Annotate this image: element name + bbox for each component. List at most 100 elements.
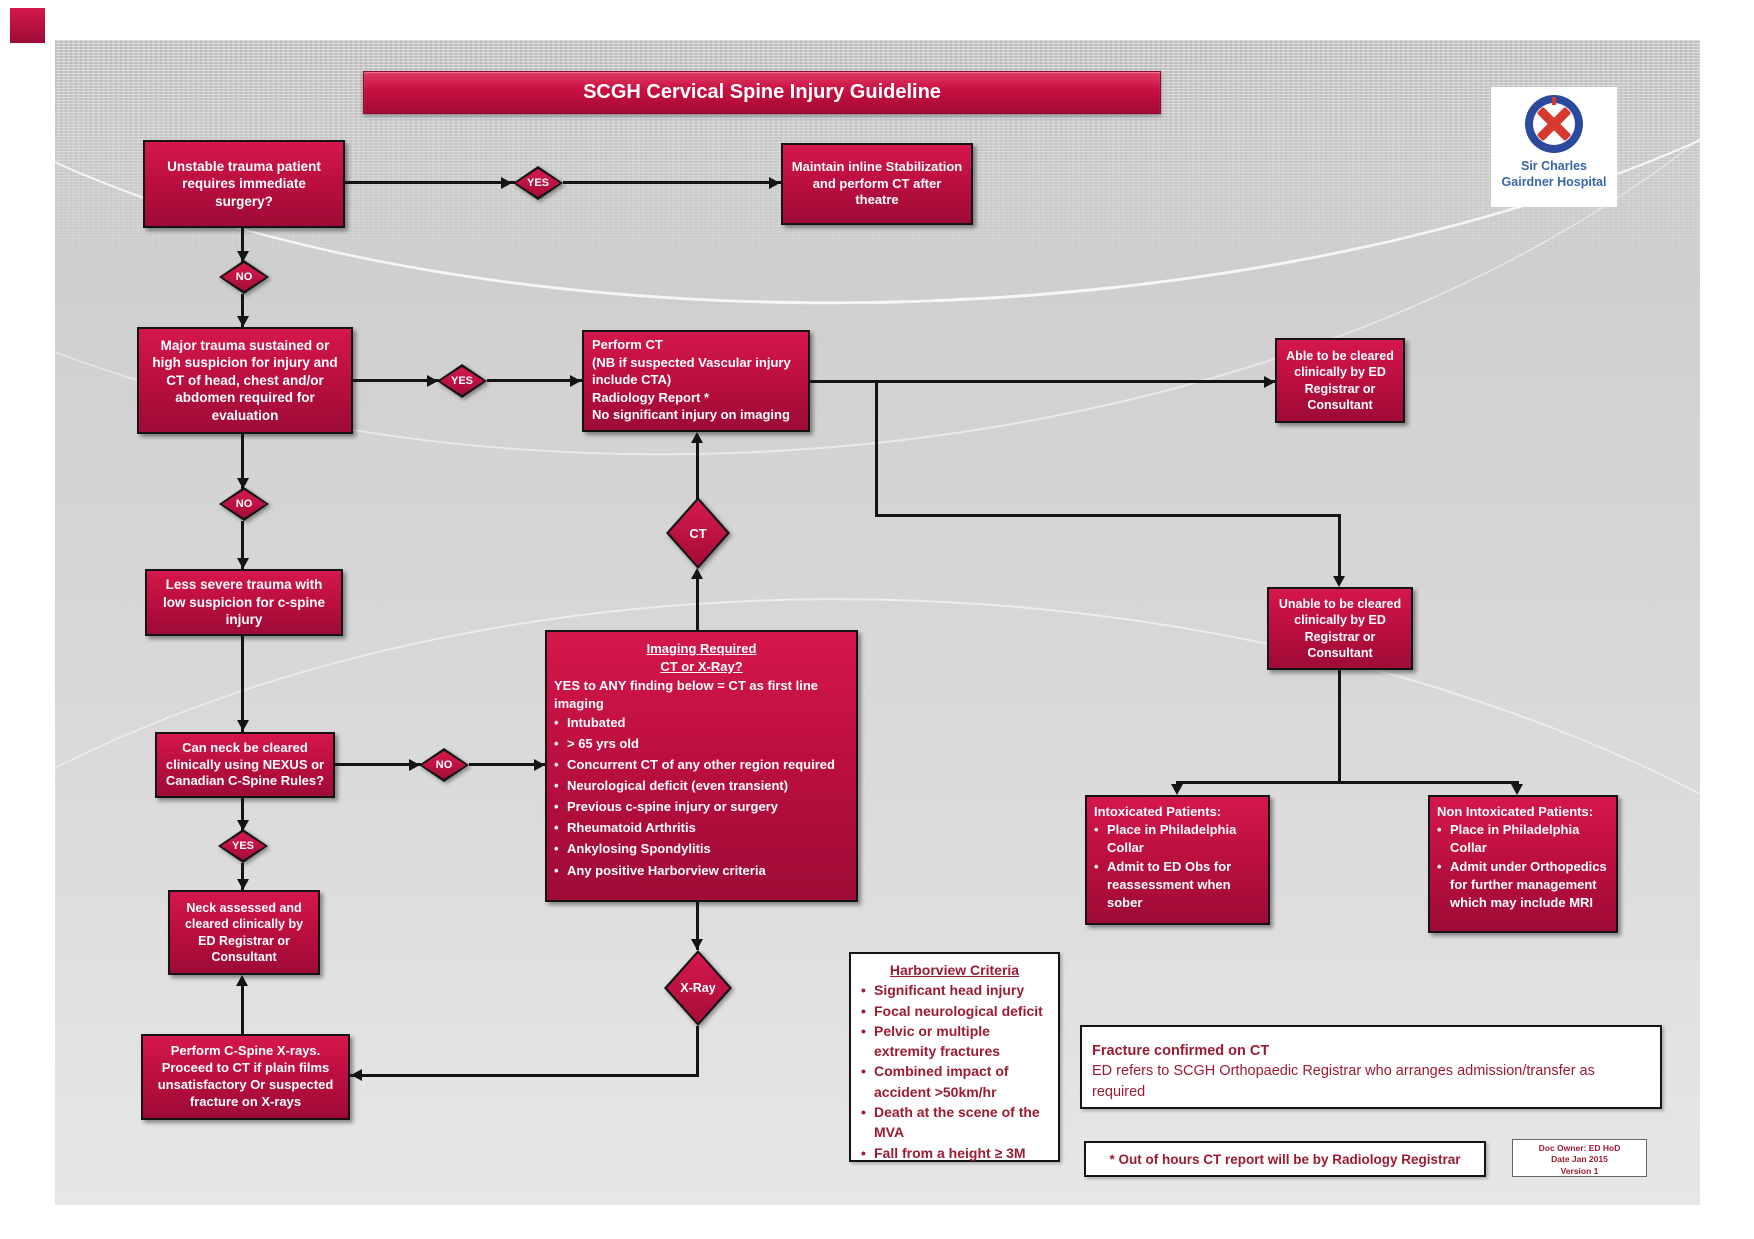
- arrowhead-icon: [691, 432, 703, 443]
- connector: [875, 380, 878, 517]
- fracture-title: Fracture confirmed on CT: [1092, 1043, 1270, 1059]
- connector: [487, 379, 582, 382]
- arrowhead-icon: [351, 1069, 362, 1081]
- arrowhead-icon: [237, 879, 249, 890]
- arrowhead-icon: [237, 478, 249, 489]
- node-major-trauma: Major trauma sustained or high suspicion…: [137, 327, 353, 434]
- no-diamond: NO: [419, 748, 469, 782]
- connector: [696, 572, 699, 630]
- connector: [241, 434, 244, 489]
- fracture-text: ED refers to SCGH Orthopaedic Registrar …: [1092, 1063, 1595, 1100]
- corner-accent-square: [10, 8, 45, 43]
- list-item: Place in Philadelphia Collar: [1094, 821, 1261, 857]
- fracture-confirmed-box: Fracture confirmed on CT ED refers to SC…: [1080, 1025, 1662, 1109]
- out-of-hours-note-box: * Out of hours CT report will be by Radi…: [1084, 1141, 1486, 1177]
- xray-diamond: X-Ray: [664, 950, 732, 1026]
- list-item: Intubated: [554, 712, 849, 733]
- arrowhead-icon: [409, 759, 420, 771]
- node-unable-to-clear: Unable to be cleared clinically by ED Re…: [1267, 587, 1413, 670]
- no-diamond: NO: [219, 487, 269, 521]
- list-item: Concurrent CT of any other region requir…: [554, 754, 849, 775]
- ct-diamond: CT: [666, 497, 730, 569]
- doc-info-box: Doc Owner: ED HoD Date Jan 2015 Version …: [1512, 1139, 1647, 1177]
- harborview-criteria-box: Harborview Criteria Significant head inj…: [849, 952, 1060, 1163]
- connector: [696, 436, 699, 500]
- connector: [1338, 670, 1341, 783]
- node-less-severe-trauma: Less severe trauma with low suspicion fo…: [145, 569, 343, 636]
- no-diamond: NO: [219, 260, 269, 294]
- connector: [241, 863, 244, 890]
- connector: [350, 1074, 699, 1077]
- connector: [875, 514, 1341, 517]
- node-imaging-required: Imaging Required CT or X-Ray? YES to ANY…: [545, 630, 858, 902]
- arrowhead-icon: [534, 759, 545, 771]
- arrowhead-icon: [237, 251, 249, 262]
- connector: [241, 798, 244, 831]
- node-non-intoxicated-patients: Non Intoxicated Patients: Place in Phila…: [1428, 795, 1618, 933]
- node-can-neck-be-cleared: Can neck be cleared clinically using NEX…: [155, 732, 335, 798]
- arrowhead-icon: [1333, 576, 1345, 587]
- connector: [345, 181, 515, 184]
- harborview-title: Harborview Criteria: [889, 962, 1020, 978]
- imaging-title: Imaging Required: [646, 641, 757, 656]
- arrowhead-icon: [769, 177, 780, 189]
- connector: [241, 228, 244, 263]
- list-item: Any positive Harborview criteria: [554, 860, 849, 881]
- imaging-subtitle: CT or X-Ray?: [660, 658, 743, 674]
- arrowhead-icon: [1171, 784, 1183, 795]
- node-unstable-trauma: Unstable trauma patient requires immedia…: [143, 140, 345, 228]
- node-able-to-clear: Able to be cleared clinically by ED Regi…: [1275, 338, 1405, 423]
- connector: [696, 1026, 699, 1077]
- connector: [353, 379, 439, 382]
- arrowhead-icon: [427, 375, 438, 387]
- connector: [241, 978, 244, 1034]
- arrowhead-icon: [501, 177, 512, 189]
- list-item: Admit under Orthopedics for further mana…: [1437, 858, 1609, 913]
- imaging-intro: YES to ANY finding below = CT as first l…: [554, 678, 819, 711]
- list-item: Significant head injury: [861, 980, 1048, 1001]
- connector: [241, 636, 244, 732]
- list-item: Focal neurological deficit: [861, 1001, 1048, 1022]
- imaging-bullet-list: Intubated > 65 yrs old Concurrent CT of …: [554, 712, 849, 880]
- arrowhead-icon: [691, 568, 703, 579]
- connector: [335, 763, 421, 766]
- connector: [241, 521, 244, 569]
- list-item: Fall from a height ≥ 3M: [861, 1143, 1048, 1164]
- harborview-bullet-list: Significant head injury Focal neurologic…: [861, 980, 1048, 1163]
- arrowhead-icon: [237, 720, 249, 731]
- list-item: Combined impact of accident >50km/hr: [861, 1061, 1048, 1102]
- page-title: SCGH Cervical Spine Injury Guideline: [363, 71, 1161, 114]
- connector: [1338, 514, 1341, 580]
- connector: [1176, 781, 1519, 784]
- list-item: Death at the scene of the MVA: [861, 1102, 1048, 1143]
- arrowhead-icon: [236, 975, 248, 986]
- list-item: Place in Philadelphia Collar: [1437, 821, 1609, 857]
- hospital-name: Sir Charles Gairdner Hospital: [1501, 159, 1607, 189]
- hospital-logo: Sir Charles Gairdner Hospital: [1491, 87, 1617, 207]
- arrowhead-icon: [1264, 376, 1275, 388]
- node-intoxicated-patients: Intoxicated Patients: Place in Philadelp…: [1085, 795, 1270, 925]
- arrowhead-icon: [237, 316, 249, 327]
- arrowhead-icon: [1511, 784, 1523, 795]
- list-item: Pelvic or multiple extremity fractures: [861, 1021, 1048, 1062]
- node-maintain-stabilization: Maintain inline Stabilization and perfor…: [781, 143, 973, 225]
- node-perform-ct: Perform CT (NB if suspected Vascular inj…: [582, 330, 810, 432]
- list-item: Previous c-spine injury or surgery: [554, 796, 849, 817]
- connector: [469, 763, 546, 766]
- connector: [563, 181, 781, 184]
- non-intoxicated-title: Non Intoxicated Patients:: [1437, 804, 1594, 819]
- yes-diamond: YES: [437, 364, 487, 398]
- connector: [241, 294, 244, 327]
- node-neck-assessed-cleared: Neck assessed and cleared clinically by …: [168, 890, 320, 975]
- connector: [696, 902, 699, 950]
- arrowhead-icon: [691, 939, 703, 950]
- hospital-crest-icon: [1525, 95, 1583, 153]
- arrowhead-icon: [237, 820, 249, 831]
- list-item: > 65 yrs old: [554, 733, 849, 754]
- arrowhead-icon: [237, 558, 249, 569]
- connector: [810, 380, 1276, 383]
- list-item: Neurological deficit (even transient): [554, 775, 849, 796]
- arrowhead-icon: [570, 375, 581, 387]
- list-item: Ankylosing Spondylitis: [554, 838, 849, 859]
